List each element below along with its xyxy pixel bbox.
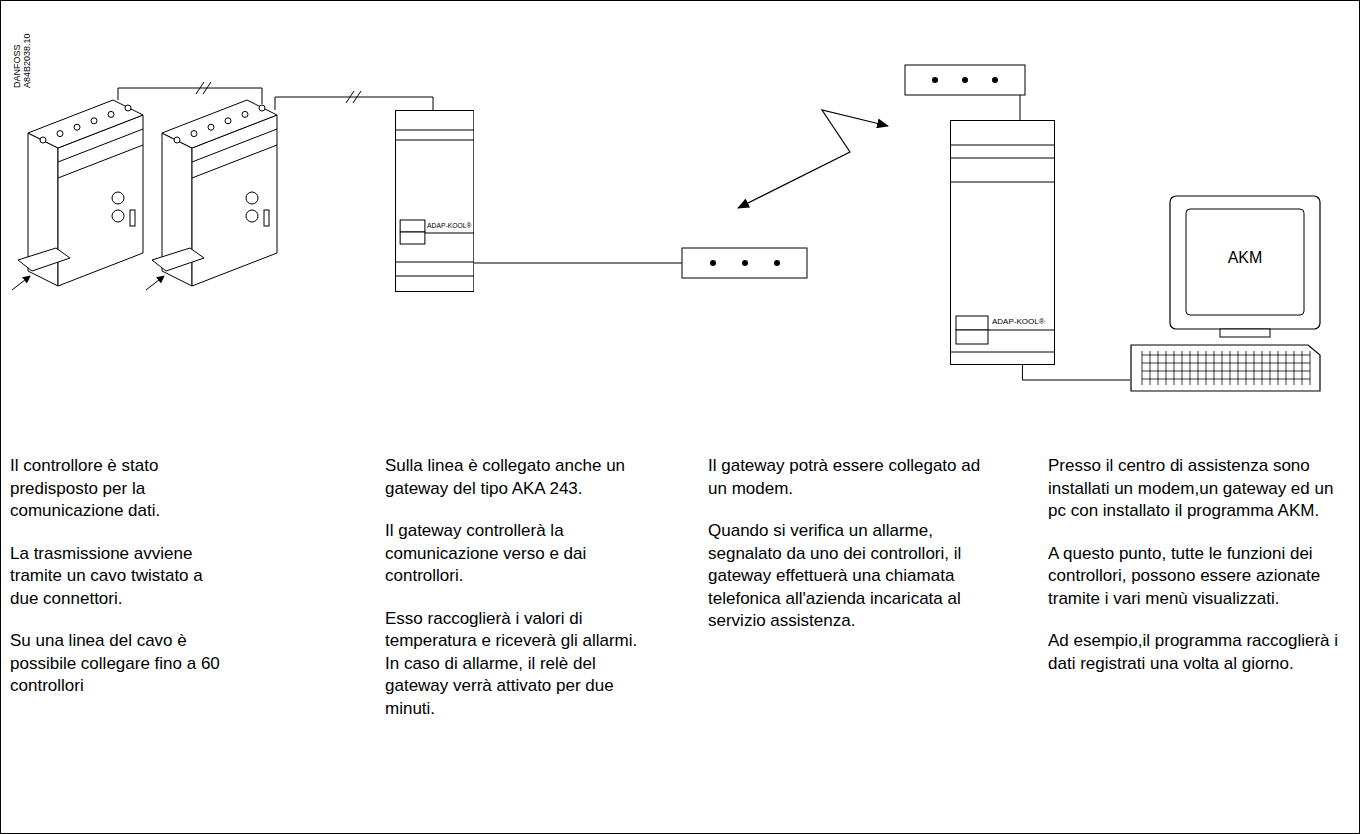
- controller-symbol: [146, 100, 277, 290]
- monitor-stand: [1220, 329, 1270, 337]
- key-col: [1222, 351, 1223, 385]
- gateway-led: [956, 316, 988, 330]
- cable-mark: [353, 91, 361, 103]
- modem-cable: [1020, 95, 1021, 120]
- gateway-led: [956, 330, 988, 344]
- key-col: [1150, 351, 1151, 385]
- description-text: A questo punto, tutte le funzioni dei co…: [1048, 543, 1348, 611]
- text-column: Il controllore è stato predisposto per l…: [10, 455, 225, 718]
- gateway-outline: [395, 110, 474, 292]
- gateway-line: [950, 158, 1055, 159]
- description-text: Il gateway potrà essere collegato ad un …: [708, 455, 1000, 500]
- description-text: Sulla linea è collegato anche un gateway…: [385, 455, 647, 500]
- modem-dot: [932, 77, 938, 83]
- key-col: [1230, 351, 1231, 385]
- bus-cable: [275, 97, 433, 110]
- gateway-line: [988, 330, 1055, 331]
- gateway-line: [950, 145, 1055, 146]
- text-column: Presso il centro di assistenza sono inst…: [1048, 455, 1348, 695]
- gateway-line: [950, 352, 1055, 353]
- description-text: Esso raccoglierà i valori di temperatura…: [385, 608, 647, 721]
- key-col: [1182, 351, 1183, 385]
- gateway-led: [400, 220, 425, 232]
- brand-label: ADAP-KOOL®: [992, 318, 1045, 327]
- key-col: [1166, 351, 1167, 385]
- key-row: [1142, 363, 1310, 364]
- modem-dot: [962, 77, 968, 83]
- key-col: [1214, 351, 1215, 385]
- gateway-line: [395, 130, 474, 131]
- keyboard: [1131, 345, 1320, 391]
- description-text: Quando si verifica un allarme, segnalato…: [708, 520, 1000, 633]
- description-text: Il gateway controllerà la comunicazione …: [385, 520, 647, 588]
- gateway-box: ADAP-KOOL®: [395, 110, 474, 292]
- gateway-line: [425, 233, 474, 234]
- key-col: [1270, 351, 1271, 385]
- description-text: Il controllore è stato predisposto per l…: [10, 455, 225, 523]
- key-col: [1198, 351, 1199, 385]
- computer-outline: [1130, 195, 1322, 395]
- monitor-body: [1170, 196, 1320, 329]
- key-col: [1286, 351, 1287, 385]
- brand-label: ADAP-KOOL®: [427, 222, 471, 229]
- screen-label: AKM: [1187, 249, 1303, 267]
- key-row: [1142, 371, 1310, 372]
- key-col: [1142, 351, 1143, 385]
- bus-cable: [118, 88, 262, 104]
- gateway-line: [950, 182, 1055, 183]
- gateway-line: [395, 276, 474, 277]
- key-col: [1246, 351, 1247, 385]
- description-text: La trasmissione avviene tramite un cavo …: [10, 543, 225, 611]
- key-col: [1206, 351, 1207, 385]
- modem-box: [682, 248, 807, 278]
- gateway-line: [395, 140, 474, 141]
- key-col: [1294, 351, 1295, 385]
- modem-box: [905, 65, 1025, 95]
- cable-mark: [346, 91, 354, 103]
- key-col: [1278, 351, 1279, 385]
- drawing-code: DANFOSS A84B2038.10: [12, 16, 32, 88]
- cable-mark: [203, 82, 211, 94]
- key-col: [1174, 351, 1175, 385]
- data-cable: [1022, 365, 1130, 380]
- gateway-line: [395, 262, 474, 263]
- modem-dot: [742, 260, 748, 266]
- controller-symbol: [12, 100, 143, 290]
- description-text: Su una linea del cavo è possibile colleg…: [10, 630, 225, 698]
- phone-link: [738, 110, 888, 208]
- key-col: [1238, 351, 1239, 385]
- modem-dot: [774, 260, 780, 266]
- description-text: Presso il centro di assistenza sono inst…: [1048, 455, 1348, 523]
- modem-dot: [992, 77, 998, 83]
- description-text: Ad esempio,il programma raccoglierà i da…: [1048, 630, 1348, 675]
- cable-mark: [196, 82, 204, 94]
- key-col: [1262, 351, 1263, 385]
- gateway-body: [396, 111, 474, 292]
- text-column: Sulla linea è collegato anche un gateway…: [385, 455, 647, 740]
- computer-node: AKM: [1130, 195, 1322, 395]
- key-row: [1142, 379, 1310, 380]
- key-col: [1302, 351, 1303, 385]
- gateway-body: [951, 121, 1055, 365]
- key-col: [1190, 351, 1191, 385]
- key-col: [1310, 351, 1311, 385]
- monitor-screen: [1186, 209, 1304, 315]
- gateway-led: [400, 232, 425, 244]
- key-col: [1158, 351, 1159, 385]
- key-row: [1142, 355, 1310, 356]
- modem-dot: [710, 260, 716, 266]
- modem-cable: [472, 263, 682, 264]
- gateway-box: ADAP-KOOL®: [950, 120, 1055, 365]
- key-col: [1254, 351, 1255, 385]
- gateway-outline: [950, 120, 1055, 365]
- text-column: Il gateway potrà essere collegato ad un …: [708, 455, 1000, 653]
